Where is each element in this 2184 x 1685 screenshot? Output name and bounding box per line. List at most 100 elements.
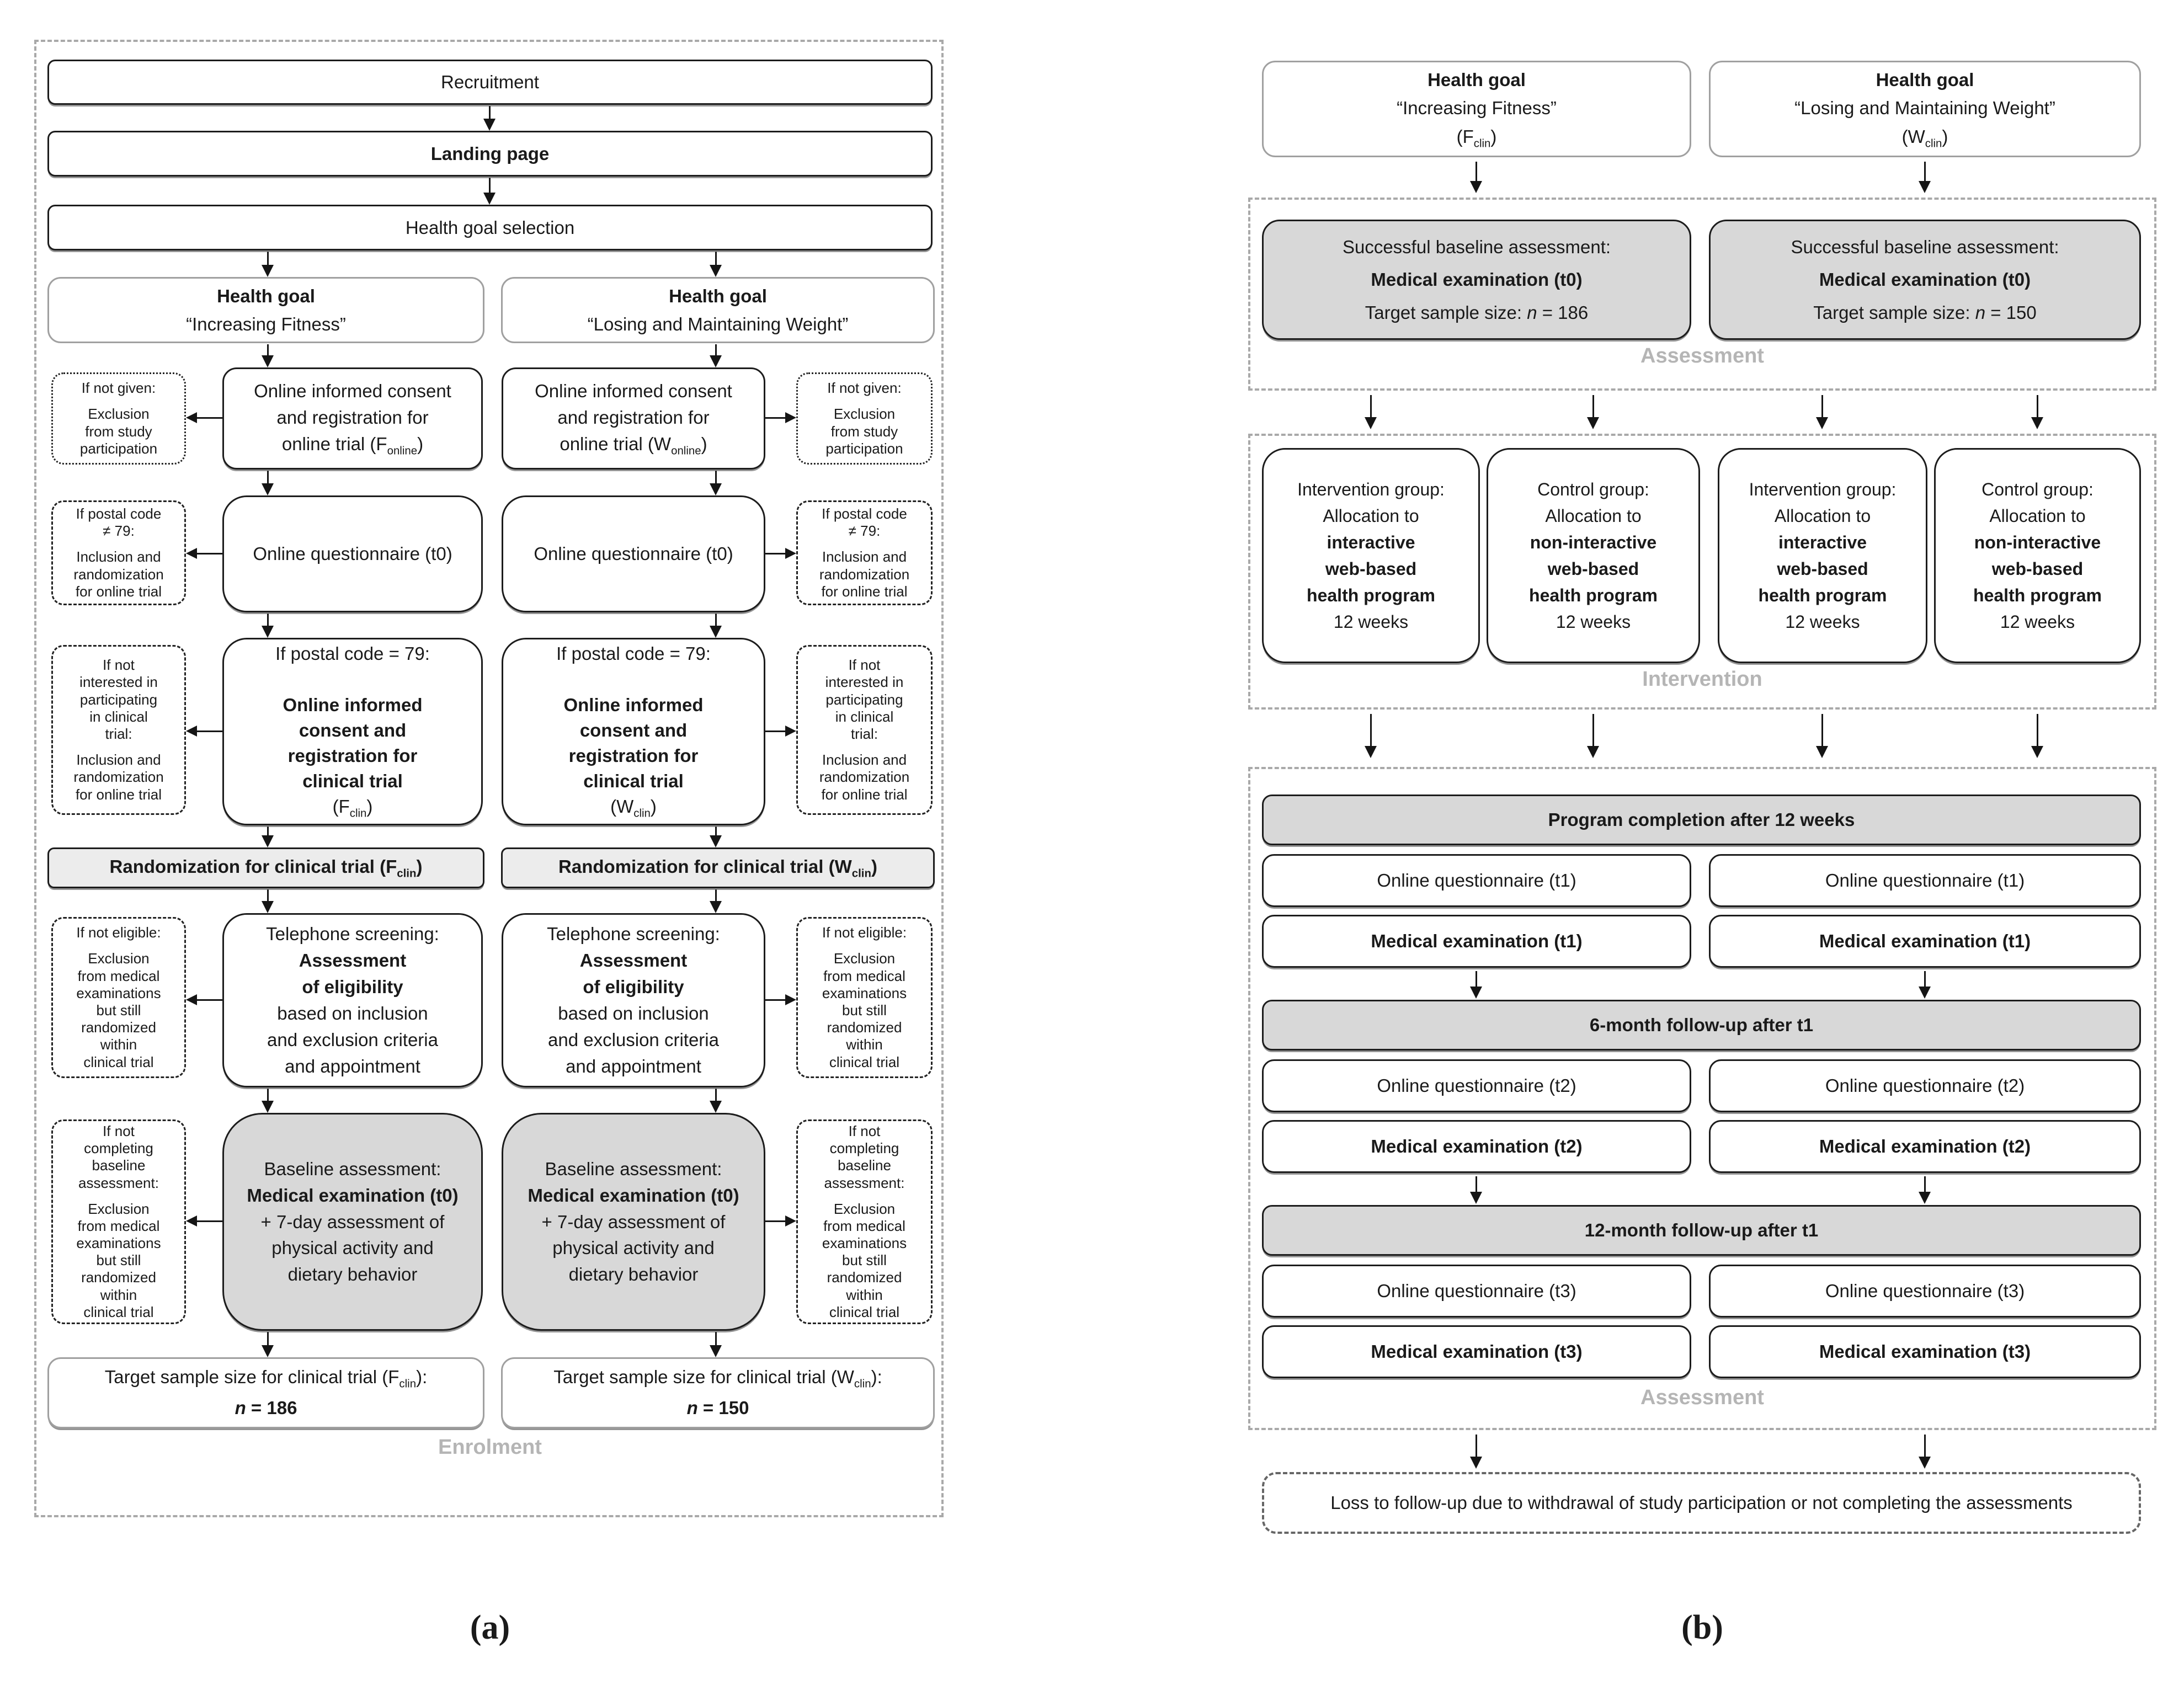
bar-randomization-f-text: Randomization for clinical trial (Fclin) — [109, 856, 423, 880]
box-health-goal-f-b-text: Health goal“Increasing Fitness”(Fclin) — [1397, 70, 1557, 150]
box-medical-examination-t1-f: Medical examination (t1) — [1262, 915, 1691, 968]
box-health-goal-weight: Health goal“Losing and Maintaining Weigh… — [501, 277, 935, 343]
box-medical-examination-t2-w: Medical examination (t2) — [1709, 1120, 2141, 1173]
box-online-questionnaire-t2-w: Online questionnaire (t2) — [1709, 1059, 2141, 1112]
box-online-questionnaire-t1-f-text: Online questionnaire (t1) — [1377, 870, 1576, 891]
box-baseline-assessment-f-text: Baseline assessment:Medical examination … — [247, 1158, 459, 1285]
arrow-left — [186, 412, 222, 423]
arrow-left — [186, 548, 222, 559]
arrow-down — [1365, 714, 1377, 758]
sidebox-not-given-right-top: If not given: — [827, 380, 902, 397]
box-medical-examination-t3-w-text: Medical examination (t3) — [1819, 1341, 2031, 1362]
box-health-goal-w-b: Health goal“Losing and Maintaining Weigh… — [1709, 61, 2141, 157]
box-questionnaire-t0-w-text: Online questionnaire (t0) — [534, 543, 733, 564]
box-loss-followup-text: Loss to follow-up due to withdrawal of s… — [1330, 1492, 2073, 1513]
arrow-down — [1470, 1176, 1482, 1204]
box-target-w: Target sample size for clinical trial (W… — [501, 1357, 935, 1428]
arrow-down — [1919, 1176, 1931, 1204]
bar-12-month-followup-text: 12-month follow-up after t1 — [1584, 1220, 1819, 1241]
box-online-questionnaire-t2-f-text: Online questionnaire (t2) — [1377, 1075, 1576, 1096]
arrow-down — [710, 1332, 722, 1357]
arrow-left — [186, 994, 222, 1005]
box-target-w-text: Target sample size for clinical trial (W… — [553, 1367, 882, 1418]
box-online-questionnaire-t3-w: Online questionnaire (t3) — [1709, 1265, 2141, 1318]
container-assessment-1 — [1248, 198, 2156, 391]
arrow-down — [1919, 1435, 1931, 1469]
arrow-down — [262, 826, 274, 847]
container-assessment-2 — [1248, 767, 2156, 1430]
arrow-left — [186, 1215, 222, 1227]
box-health-goal-f-b: Health goal“Increasing Fitness”(Fclin) — [1262, 61, 1691, 157]
caption-a: (a) — [470, 1609, 510, 1646]
arrow-down — [262, 1332, 274, 1357]
box-successful-baseline-w: Successful baseline assessment:Medical e… — [1709, 220, 2141, 340]
arrow-down — [1365, 395, 1377, 429]
box-baseline-assessment-w: Baseline assessment:Medical examination … — [502, 1113, 765, 1331]
box-medical-examination-t2-w-text: Medical examination (t2) — [1819, 1136, 2031, 1157]
box-health-goal-fitness: Health goal“Increasing Fitness” — [47, 277, 484, 343]
arrow-down — [1919, 971, 1931, 999]
bar-randomization-f: Randomization for clinical trial (Fclin) — [47, 847, 484, 888]
container-intervention — [1248, 434, 2156, 710]
box-questionnaire-t0-f-text: Online questionnaire (t0) — [253, 543, 452, 564]
bar-program-completion: Program completion after 12 weeks — [1262, 794, 2141, 845]
arrow-left — [186, 726, 222, 737]
box-questionnaire-t0-w: Online questionnaire (t0) — [502, 495, 765, 612]
bar-12-month-followup: 12-month follow-up after t1 — [1262, 1205, 2141, 1256]
sidebox-not-given-left-top: If not given: — [81, 380, 156, 397]
panel-a-container — [34, 40, 944, 1517]
bar-randomization-w-text: Randomization for clinical trial (Wclin) — [558, 856, 877, 880]
arrow-right — [765, 548, 796, 559]
arrow-down — [710, 826, 722, 847]
box-successful-baseline-w-text: Successful baseline assessment:Medical e… — [1791, 236, 2059, 323]
box-successful-baseline-f-text: Successful baseline assessment:Medical e… — [1342, 236, 1611, 323]
arrow-right — [765, 994, 796, 1005]
box-recruitment: Recruitment — [47, 60, 933, 105]
label-assessment-2: Assessment — [1640, 1386, 1764, 1409]
arrow-down — [262, 614, 274, 638]
caption-b: (b) — [1681, 1609, 1723, 1646]
box-landing-page-text: Landing page — [430, 143, 550, 164]
box-successful-baseline-f: Successful baseline assessment:Medical e… — [1262, 220, 1691, 340]
arrow-right — [765, 1215, 796, 1227]
box-online-questionnaire-t3-f: Online questionnaire (t3) — [1262, 1265, 1691, 1318]
arrow-right — [765, 726, 796, 737]
arrow-down — [1587, 714, 1599, 758]
box-loss-followup: Loss to follow-up due to withdrawal of s… — [1262, 1472, 2141, 1534]
box-questionnaire-t0-f: Online questionnaire (t0) — [222, 495, 483, 612]
arrow-down — [1816, 395, 1828, 429]
arrow-down — [2031, 395, 2043, 429]
arrow-down — [1919, 162, 1931, 193]
arrow-down — [262, 889, 274, 913]
box-health-goal-weight-text: Health goal“Losing and Maintaining Weigh… — [587, 285, 849, 334]
label-intervention: Intervention — [1642, 668, 1762, 691]
sidebox-postal-right-top: If postal code≠ 79: — [822, 505, 907, 540]
box-online-questionnaire-t1-f: Online questionnaire (t1) — [1262, 854, 1691, 907]
box-baseline-assessment-w-text: Baseline assessment:Medical examination … — [528, 1158, 739, 1285]
label-assessment-1: Assessment — [1640, 344, 1764, 367]
